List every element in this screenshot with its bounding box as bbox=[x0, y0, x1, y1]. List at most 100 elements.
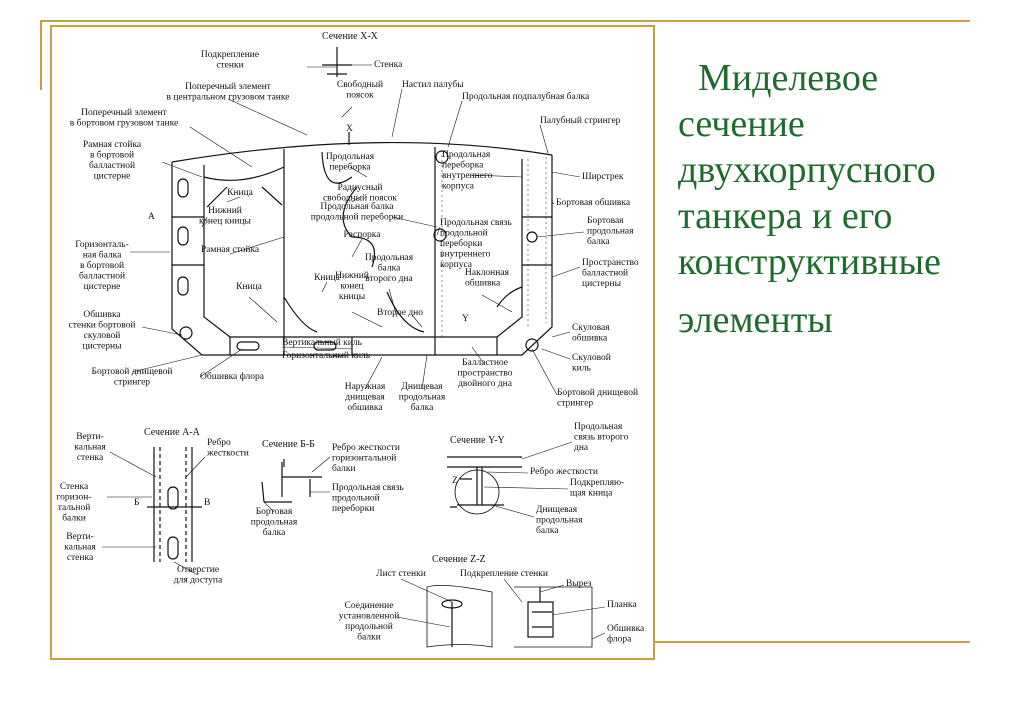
hull-outline bbox=[147, 47, 593, 648]
label-l23-line: Продольная bbox=[365, 253, 414, 263]
leader-l24 bbox=[551, 266, 581, 278]
label-l29-line: Второе дно bbox=[377, 308, 423, 318]
label-l24-line: Пространство bbox=[582, 258, 639, 268]
label-l27-line: Наклонная bbox=[465, 268, 510, 278]
label-l23-line: балка bbox=[378, 263, 401, 274]
label-l17-line: конец кницы bbox=[199, 217, 252, 227]
label-l28: Кница bbox=[236, 282, 263, 292]
label-z2-line: Подкрепление стенки bbox=[460, 569, 548, 579]
label-l33-line: Вертикальный киль bbox=[282, 337, 363, 348]
label-l40-line: Бортовой днищевой bbox=[557, 387, 638, 398]
label-l34: Горизонтальный киль bbox=[282, 350, 371, 361]
label-l11-line: внутреннего bbox=[442, 171, 493, 181]
leader-a1 bbox=[109, 451, 157, 478]
label-l11-line: переборка bbox=[442, 160, 484, 171]
label-b3-line: балка bbox=[263, 527, 286, 538]
leader-l23 bbox=[388, 288, 398, 318]
label-l37-line: пространство bbox=[458, 369, 513, 379]
label-a3-line: тальной bbox=[58, 502, 91, 513]
label-z3: Вырез bbox=[566, 579, 592, 589]
label-z4-line: Соединение bbox=[345, 601, 394, 611]
label-z5: Планка bbox=[607, 600, 637, 610]
section-z-z-title: Сечение Z-Z bbox=[432, 554, 486, 565]
label-l01-line: стенки bbox=[216, 61, 243, 71]
label-l19-line: Продольная связь bbox=[440, 218, 512, 228]
leader-l36 bbox=[199, 348, 243, 378]
leader-l06 bbox=[447, 100, 463, 148]
label-l07-line: в бортовом грузовом танке bbox=[70, 118, 178, 129]
marker-x: X bbox=[346, 124, 353, 134]
label-l26-line: Нижний bbox=[335, 270, 369, 281]
label-z4-line: установленной bbox=[339, 611, 400, 622]
label-l36: Обшивка флора bbox=[200, 371, 265, 382]
top-rule bbox=[40, 20, 970, 22]
label-l22: Рамная стойка bbox=[201, 244, 260, 255]
label-a1-line: Верти- bbox=[76, 432, 104, 442]
leader-l38 bbox=[364, 356, 383, 390]
label-l35-line: Бортовой днищевой bbox=[91, 366, 172, 377]
label-z1: Лист стенки bbox=[376, 569, 426, 579]
label-a1-line: кальная bbox=[74, 443, 106, 453]
label-l15-line: продольной переборки bbox=[311, 212, 403, 223]
label-l13: Кница bbox=[227, 188, 254, 198]
label-l02-line: Стенка bbox=[374, 60, 403, 70]
section-a-a-title: Сечение А-А bbox=[144, 427, 201, 438]
label-b2-line: Продольная связь bbox=[332, 483, 404, 493]
midship-section-figure: Сечение X-X Сечение А-А Сечение Б-Б Сече… bbox=[50, 25, 655, 660]
label-l33: Вертикальный киль bbox=[282, 337, 363, 348]
leader-b1 bbox=[311, 456, 331, 473]
leader-z3 bbox=[539, 584, 565, 593]
leader-l12 bbox=[551, 171, 581, 178]
leader-l20 bbox=[536, 231, 585, 238]
left-rule bbox=[40, 20, 42, 90]
leader-l07 bbox=[189, 126, 253, 168]
label-l19-line: корпуса bbox=[440, 260, 473, 270]
label-l40-line: стрингер bbox=[557, 399, 593, 409]
label-y2: Ребро жесткости bbox=[530, 466, 598, 477]
label-l38-line: Наружная bbox=[345, 382, 386, 392]
label-l20-line: Бортовая bbox=[587, 216, 624, 226]
leader-l11 bbox=[471, 174, 523, 178]
label-b1-line: горизонтальной bbox=[332, 453, 396, 464]
label-l18-line: Распорка bbox=[344, 230, 382, 240]
leader-z5 bbox=[551, 606, 606, 616]
title-line-1: Миделевое bbox=[698, 57, 879, 99]
section-y-y-title: Сечение Y-Y bbox=[450, 435, 505, 446]
label-l03-line: в центральном грузовом танке bbox=[167, 93, 290, 103]
label-l02: Стенка bbox=[374, 60, 403, 70]
title-line-4: танкера и его bbox=[678, 195, 893, 237]
label-a5-line: Отверстие bbox=[177, 565, 219, 575]
label-l08-line: Палубный стрингер bbox=[540, 115, 621, 126]
label-l39-line: балка bbox=[411, 402, 434, 413]
leader-l13 bbox=[226, 196, 241, 203]
leader-y4 bbox=[491, 504, 535, 518]
label-l20-line: продольная bbox=[587, 227, 634, 237]
label-l05-line: поясок bbox=[346, 91, 374, 101]
label-l28-line: Кница bbox=[236, 282, 263, 292]
marker-y: Y bbox=[462, 314, 469, 324]
leader-l10 bbox=[349, 166, 368, 178]
label-l07-line: Поперечный элемент bbox=[81, 107, 168, 118]
label-l38-line: днищевая bbox=[345, 393, 385, 403]
title-line-2: сечение bbox=[678, 103, 805, 145]
title-line-3: двухкорпусного bbox=[678, 149, 936, 191]
leader-l04 bbox=[391, 88, 403, 138]
label-y1-line: дна bbox=[574, 443, 589, 453]
leader-y1 bbox=[521, 441, 573, 460]
label-z6-line: флора bbox=[607, 634, 632, 645]
leader-l16 bbox=[551, 201, 555, 205]
